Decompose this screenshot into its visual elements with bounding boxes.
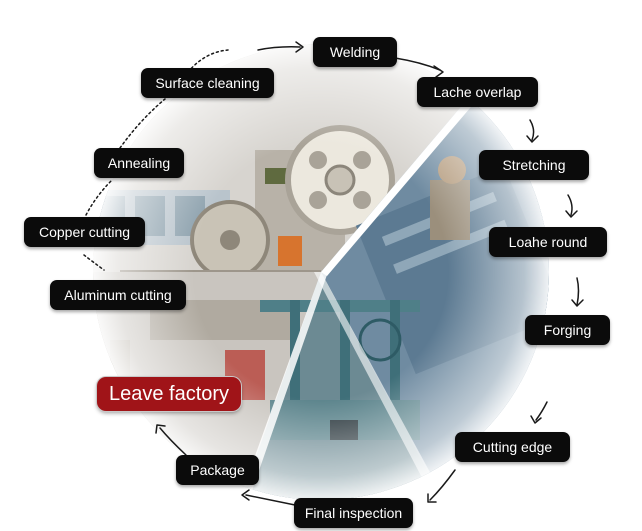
step-annealing: Annealing xyxy=(94,148,184,178)
step-aluminum-cutting: Aluminum cutting xyxy=(50,280,186,310)
step-surface-cleaning: Surface cleaning xyxy=(141,68,274,98)
step-copper-cutting: Copper cutting xyxy=(24,217,145,247)
step-leave-factory: Leave factory xyxy=(97,377,241,411)
step-lache-overlap: Lache overlap xyxy=(417,77,538,107)
step-loahe-round: Loahe round xyxy=(489,227,607,257)
cycle-arrows xyxy=(83,41,584,506)
step-final-inspection: Final inspection xyxy=(294,498,413,528)
step-forging: Forging xyxy=(525,315,610,345)
step-welding: Welding xyxy=(313,37,397,67)
step-cutting-edge: Cutting edge xyxy=(455,432,570,462)
step-stretching: Stretching xyxy=(479,150,589,180)
step-package: Package xyxy=(176,455,259,485)
